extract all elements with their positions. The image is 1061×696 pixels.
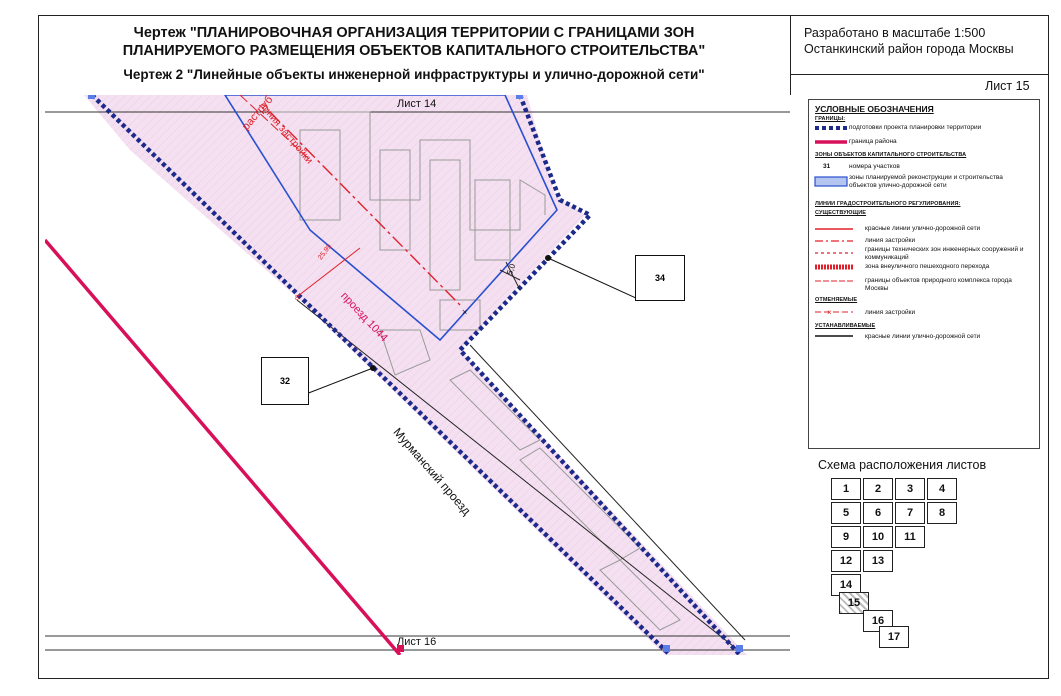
legend-item-project: подготовки проекта планировки территории: [849, 124, 982, 131]
scheme-cell-11[interactable]: 11: [895, 526, 925, 548]
legend-section-established: УСТАНАВЛИВАЕМЫЕ: [815, 323, 876, 329]
legend-section-existing: СУЩЕСТВУЮЩИЕ: [815, 210, 867, 216]
scheme-cell-10[interactable]: 10: [863, 526, 893, 548]
scale-text: Разработано в масштабе 1:500: [804, 26, 986, 40]
legend-item-build: линия застройки: [865, 237, 916, 244]
scheme-cell-14[interactable]: 14: [831, 574, 861, 596]
scheme-cell-17[interactable]: 17: [879, 626, 909, 648]
scheme-cell-4[interactable]: 4: [927, 478, 957, 500]
title-line-2: ПЛАНИРУЕМОГО РАЗМЕЩЕНИЯ ОБЪЕКТОВ КАПИТАЛ…: [122, 43, 706, 59]
scale-block: Разработано в масштабе 1:500 Останкински…: [790, 15, 1049, 75]
map-canvas: ×: [45, 95, 790, 655]
scheme-cell-15[interactable]: 15: [839, 592, 869, 614]
svg-text:×: ×: [827, 308, 832, 317]
callout-box-34[interactable]: 34: [635, 255, 685, 301]
legend-item-red-new: красные линии улично-дорожной сети: [865, 333, 981, 340]
legend-title: УСЛОВНЫЕ ОБОЗНАЧЕНИЯ: [815, 104, 934, 114]
build-line: [269, 111, 461, 306]
sheet-label-bottom: Лист 16: [397, 636, 437, 648]
scheme-cell-3[interactable]: 3: [895, 478, 925, 500]
scheme-cell-12[interactable]: 12: [831, 550, 861, 572]
project-boundary: [90, 95, 742, 655]
sheet-label-top: Лист 14: [397, 98, 437, 110]
scheme-cell-2[interactable]: 2: [863, 478, 893, 500]
title-line-3: Чертеж 2 "Линейные объекты инженерной ин…: [123, 67, 705, 82]
legend-item-tech: границы технических зон инженерных соору…: [865, 246, 1024, 261]
district-boundary: [45, 238, 402, 655]
legend-item-plot: номера участков: [849, 163, 900, 170]
scheme-cell-8[interactable]: 8: [927, 502, 957, 524]
legend-section-borders: ГРАНИЦЫ:: [815, 116, 846, 122]
legend-section-lines: ЛИНИИ ГРАДОСТРОИТЕЛЬНОГО РЕГУЛИРОВАНИЯ:: [815, 201, 961, 207]
legend-item-red: красные линии улично-дорожной сети: [865, 225, 981, 232]
title-block: Чертеж "ПЛАНИРОВОЧНАЯ ОРГАНИЗАЦИЯ ТЕРРИТ…: [38, 15, 791, 95]
legend-item-district: граница района: [849, 138, 897, 145]
map-area: × Лист 14 Лист 16 Мурманский проезд прое…: [45, 95, 790, 655]
district-text: Останкинский район города Москвы: [804, 42, 1014, 56]
scheme-cell-9[interactable]: 9: [831, 526, 861, 548]
dimension-label-2: 8: [295, 295, 299, 302]
legend-symbols: ×: [814, 126, 853, 337]
legend-plot-sample: 31: [823, 163, 831, 170]
svg-text:×: ×: [462, 307, 467, 317]
legend-panel: УСЛОВНЫЕ ОБОЗНАЧЕНИЯ ГРАНИЦЫ: × подготов…: [808, 99, 1040, 449]
reconstruction-zone: [224, 95, 558, 342]
legend-item-build-cancel: линия застройки: [865, 309, 916, 316]
scheme-cell-13[interactable]: 13: [863, 550, 893, 572]
legend-item-nature: границы объектов природного комплекса го…: [865, 277, 1012, 292]
legend-item-zone: зоны планируемой реконструкции и строите…: [849, 174, 1003, 189]
scheme-cell-7[interactable]: 7: [895, 502, 925, 524]
scheme-cell-5[interactable]: 5: [831, 502, 861, 524]
callout-label-32: 32: [279, 376, 290, 386]
sheet-number: Лист 15: [985, 79, 1030, 93]
scheme-cell-1[interactable]: 1: [831, 478, 861, 500]
drawing-frame: [38, 15, 1049, 679]
callout-label-34: 34: [654, 273, 665, 283]
legend-section-cancelled: ОТМЕНЯЕМЫЕ: [815, 297, 858, 303]
scheme-title: Схема расположения листов: [818, 458, 987, 472]
title-line-1: Чертеж "ПЛАНИРОВОЧНАЯ ОРГАНИЗАЦИЯ ТЕРРИТ…: [133, 25, 695, 41]
buildings: [270, 111, 681, 631]
callout-box-32[interactable]: 32: [261, 357, 309, 405]
legend-section-zones: ЗОНЫ ОБЪЕКТОВ КАПИТАЛЬНОГО СТРОИТЕЛЬСТВА: [815, 152, 967, 158]
legend-item-ped: зона внеуличного пешеходного перехода: [865, 263, 990, 270]
scheme-cell-6[interactable]: 6: [863, 502, 893, 524]
